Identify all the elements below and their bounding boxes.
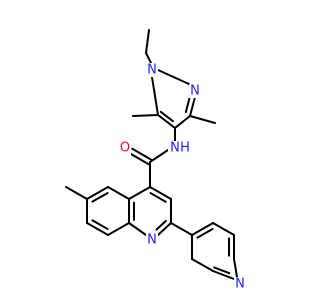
- atom-n-amide: N H: [168, 141, 190, 156]
- bond-p-c3-c4: [191, 222, 214, 236]
- bond-b-c6-methyl: [65, 186, 88, 200]
- bond-b-c4a-c5: [107, 186, 130, 200]
- atom-n-amide-label: N: [170, 141, 180, 156]
- atom-n-quinoline: N: [146, 233, 158, 248]
- bond-q-c4-c3-inner: [149, 192, 167, 203]
- bond-p-c4-c5: [212, 222, 235, 236]
- atom-n-pyrazole-1: N: [146, 63, 158, 78]
- bond-b-c5-c6: [86, 186, 109, 200]
- bond-ethyl-ch2: [145, 52, 152, 64]
- bond-pz-c3-methyl: [189, 115, 216, 124]
- bond-carbonyl-o-a: [131, 147, 153, 161]
- bond-pz-c5-methyl: [132, 114, 159, 117]
- bond-p-c2-c3a: [191, 258, 214, 272]
- bond-nh-carbonyl: [149, 149, 169, 163]
- bond-q-c2-n1-inner: [155, 219, 167, 231]
- bond-pz-c4-c5-inner: [159, 110, 174, 123]
- atom-n-pyrazole-2-label: N: [190, 84, 200, 99]
- atom-n-quinoline-label: N: [147, 233, 157, 248]
- bond-q-n1-c8a: [128, 222, 147, 236]
- bond-pz-n1-n2: [157, 69, 190, 85]
- atom-n-pyrazole-2: N: [189, 84, 201, 99]
- bond-b-c7-c8-inner: [91, 219, 109, 231]
- atom-o-carbonyl: O: [119, 141, 131, 156]
- bond-pz-n2-c3: [189, 96, 196, 117]
- atom-n-pyrazole-1-label: N: [147, 63, 157, 78]
- atom-n-pyridine: N: [234, 277, 246, 292]
- atom-o-carbonyl-label: O: [120, 141, 130, 156]
- bond-p-c6-n1: [233, 258, 238, 278]
- bonds: [65, 29, 238, 280]
- atom-labels: N N N H O N N: [119, 63, 246, 292]
- bond-p-c3-c4-inner: [196, 227, 214, 239]
- bond-b-c5-c6-inner: [91, 191, 109, 203]
- bond-b-c7-c8: [86, 222, 109, 236]
- bond-q-c2-pyridyl: [170, 222, 193, 236]
- bond-pz-c5-n1: [151, 76, 159, 116]
- bond-pz-c4-c5: [157, 114, 176, 129]
- bond-ethyl-ch3: [145, 29, 150, 54]
- bond-b-c8-c8a: [107, 222, 130, 236]
- bond-carbonyl-o-b: [128, 152, 150, 166]
- bond-q-c4a-c4: [128, 186, 151, 200]
- bond-p-n1-c2-inner: [213, 266, 231, 275]
- bond-pz-c3-c4: [174, 115, 191, 129]
- bond-p-n1-c2: [212, 270, 235, 280]
- molecule-structure: N N N H O N N: [65, 29, 246, 292]
- atom-n-pyridine-label: N: [235, 277, 245, 292]
- bond-q-c4-c3: [149, 186, 172, 200]
- bond-q-c2-n1: [157, 222, 172, 236]
- bond-pz-n2-c3-inner: [184, 97, 191, 114]
- atom-h-amide-label: H: [180, 141, 190, 156]
